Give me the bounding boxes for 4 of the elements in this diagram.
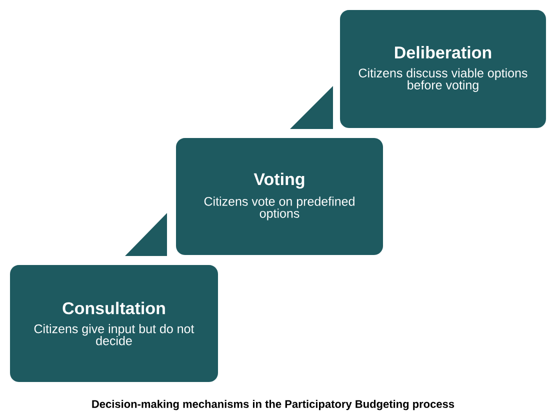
caption: Decision-making mechanisms in the Participatory Budgeting process bbox=[92, 400, 454, 410]
step-box: Deliberation Citizens discuss viable options before voting bbox=[340, 10, 546, 128]
step-box: Voting Citizens vote on predefined options bbox=[176, 138, 383, 255]
step-box: Consultation Citizens give input but do not decide bbox=[10, 265, 218, 382]
